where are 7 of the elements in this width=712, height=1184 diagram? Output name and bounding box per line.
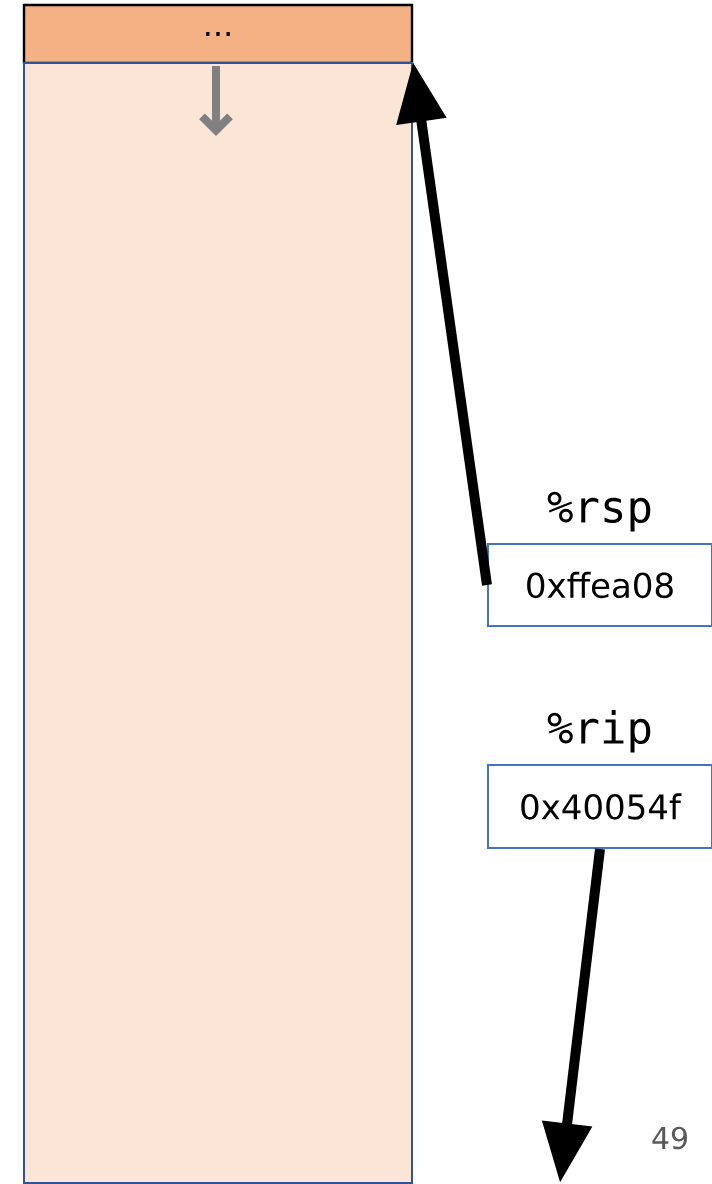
register-box: 0x40054f [487,764,712,849]
register-name: %rsp [547,491,651,532]
register-name: %rip [547,710,651,753]
page-number: 49 [652,1126,687,1150]
register-box: 0xffea08 [487,543,712,627]
stack-frame: ... [22,3,414,65]
stack-column [23,62,413,1184]
